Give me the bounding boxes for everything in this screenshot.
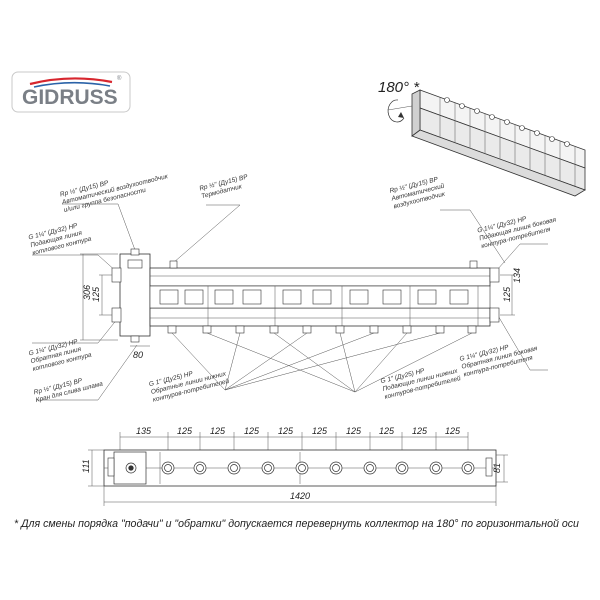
front-view xyxy=(111,248,500,343)
rotation-arrow-icon xyxy=(387,99,405,123)
plan-view: 135 125 125 125 125 125 125 125 125 125 xyxy=(81,426,508,506)
svg-text:125: 125 xyxy=(412,426,428,436)
label-top-right: Rp ½" (Ду15) ВР Автоматический воздухоот… xyxy=(389,175,447,210)
rotation-note: 180° * xyxy=(378,79,420,123)
svg-text:125: 125 xyxy=(244,426,260,436)
label-bottom-return: G 1" (Ду25) НР Обратные линии нижних кон… xyxy=(148,369,230,403)
dim-top-135: 135 xyxy=(136,426,152,436)
label-bottom-supply: G 1" (Ду25) НР Подающие линии нижних кон… xyxy=(380,366,462,400)
svg-text:125: 125 xyxy=(346,426,362,436)
label-top-mid: Rp ½" (Ду15) ВР Термодатчик xyxy=(198,173,249,201)
logo: GIDRUSS ® xyxy=(11,71,131,113)
footnote: * Для смены порядка "подачи" и "обратки"… xyxy=(14,518,579,530)
dim-1420: 1420 xyxy=(290,491,310,501)
dim-81: 81 xyxy=(492,463,502,473)
rotation-arrowhead-icon xyxy=(398,112,404,118)
label-left-drain: Rp ½" (Ду15) ВР Кран для слива шлама xyxy=(33,376,104,404)
label-top-left: Rp ½" (Ду15) ВР Автоматический воздухоот… xyxy=(59,172,169,214)
svg-text:125: 125 xyxy=(278,426,294,436)
brand-registered: ® xyxy=(117,75,122,82)
label-right-return: G 1¼" (Ду32) НР Обратная линия боковая к… xyxy=(459,344,539,379)
bottom-leaders xyxy=(171,332,473,393)
dim-134: 134 xyxy=(512,268,522,283)
label-left-return: G 1¼" (Ду32) НР Обратная линия котлового… xyxy=(28,338,93,373)
isometric-manifold xyxy=(411,89,586,197)
dim-111: 111 xyxy=(81,459,91,473)
label-left-supply: G 1¼" (Ду32) НР Подающая линия котлового… xyxy=(28,222,93,257)
logo-swoosh-red-icon xyxy=(29,77,113,86)
front-dimensions: 306 125 80 125 134 xyxy=(80,253,522,360)
rotation-label: 180° * xyxy=(378,79,420,96)
svg-text:125: 125 xyxy=(445,426,461,436)
dim-125-left: 125 xyxy=(91,286,101,302)
svg-text:125: 125 xyxy=(312,426,328,436)
dim-80: 80 xyxy=(133,350,143,360)
logo-swoosh-blue-icon xyxy=(33,81,111,88)
svg-text:125: 125 xyxy=(177,426,193,436)
brand-name: GIDRUSS xyxy=(22,86,118,109)
svg-text:125: 125 xyxy=(379,426,395,436)
svg-text:125: 125 xyxy=(210,426,226,436)
outlet-ports xyxy=(125,461,475,475)
dim-306: 306 xyxy=(82,285,92,300)
dim-125-right: 125 xyxy=(502,286,512,302)
